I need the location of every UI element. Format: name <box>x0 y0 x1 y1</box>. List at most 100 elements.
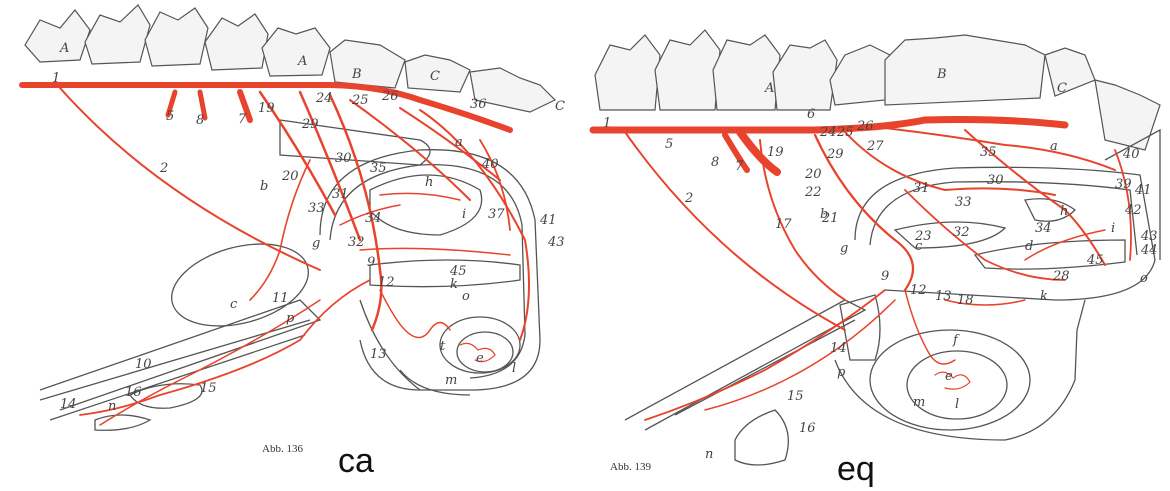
label-l: l <box>512 361 516 376</box>
label-16: 16 <box>125 385 142 400</box>
label-9: 9 <box>367 255 375 270</box>
label-35: 35 <box>980 145 997 160</box>
label-e: e <box>476 351 484 366</box>
label-8: 8 <box>196 113 204 128</box>
diagram-ca: A A B C C a b c e g h i k l m n o p t 1 … <box>0 0 585 491</box>
label-39: 39 <box>1115 177 1132 192</box>
figure-caption-eq: Abb. 139 <box>610 461 651 473</box>
vertebral-column <box>25 5 555 112</box>
label-h: h <box>1060 204 1068 219</box>
label-g: g <box>312 236 320 251</box>
panel-eq: A B C a b c d e f g h i k l m n o p 1 2 … <box>585 0 1170 491</box>
label-d: d <box>1025 239 1033 254</box>
species-label-ca: ca <box>338 442 374 480</box>
label-a: a <box>1050 139 1058 154</box>
label-f: f <box>952 333 960 348</box>
label-20: 20 <box>281 169 299 184</box>
label-31: 31 <box>913 181 930 196</box>
label-i: i <box>462 207 466 222</box>
label-8: 8 <box>711 155 719 170</box>
label-44: 44 <box>1140 243 1158 258</box>
label-A: A <box>764 81 774 96</box>
label-25: 25 <box>836 125 854 140</box>
label-30: 30 <box>987 173 1004 188</box>
label-16: 16 <box>799 421 816 436</box>
label-1: 1 <box>52 71 60 86</box>
label-1: 1 <box>603 116 611 131</box>
label-36: 36 <box>470 97 487 112</box>
label-32: 32 <box>348 235 365 250</box>
label-34: 34 <box>365 211 382 226</box>
label-5: 5 <box>166 109 174 124</box>
label-15: 15 <box>787 389 804 404</box>
label-33: 33 <box>955 195 972 210</box>
label-t: t <box>440 339 446 354</box>
label-25: 25 <box>351 93 369 108</box>
label-g: g <box>840 241 848 256</box>
label-33: 33 <box>308 201 325 216</box>
label-35: 35 <box>370 161 387 176</box>
label-e: e <box>945 369 953 384</box>
label-9: 9 <box>881 269 889 284</box>
label-14: 14 <box>830 341 847 356</box>
label-43: 43 <box>547 235 565 250</box>
label-14: 14 <box>60 397 77 412</box>
label-m: m <box>445 373 457 388</box>
label-30: 30 <box>335 151 352 166</box>
label-o: o <box>462 289 470 304</box>
label-n: n <box>705 447 713 462</box>
label-B: B <box>936 67 947 82</box>
figure-caption-ca: Abb. 136 <box>262 443 303 455</box>
label-l: l <box>955 397 959 412</box>
label-31: 31 <box>332 187 349 202</box>
label-6: 6 <box>807 107 815 122</box>
label-40: 40 <box>481 157 499 172</box>
label-a: a <box>455 135 463 150</box>
label-11: 11 <box>272 291 289 306</box>
label-45: 45 <box>1086 253 1104 268</box>
labels-ca: A A B C C a b c e g h i k l m n o p t 1 … <box>52 41 565 480</box>
label-k: k <box>1040 289 1048 304</box>
label-b: b <box>260 179 268 194</box>
label-29: 29 <box>826 147 844 162</box>
label-42: 42 <box>1124 203 1142 218</box>
label-24: 24 <box>315 91 333 106</box>
label-29: 29 <box>301 117 319 132</box>
label-5: 5 <box>665 137 673 152</box>
label-43: 43 <box>1140 229 1158 244</box>
label-C-2: C <box>555 99 565 114</box>
label-32: 32 <box>953 225 970 240</box>
label-37: 37 <box>488 207 505 222</box>
label-7: 7 <box>238 112 247 127</box>
label-2: 2 <box>684 191 693 206</box>
label-A-2: A <box>297 54 307 69</box>
label-41: 41 <box>539 213 557 228</box>
label-40: 40 <box>1122 147 1140 162</box>
label-2: 2 <box>159 161 168 176</box>
label-26: 26 <box>381 89 399 104</box>
label-A-1: A <box>59 41 69 56</box>
label-13: 13 <box>935 289 952 304</box>
label-B: B <box>351 67 362 82</box>
label-19: 19 <box>258 101 275 116</box>
label-p: p <box>837 365 846 380</box>
label-o: o <box>1140 271 1148 286</box>
label-13: 13 <box>370 347 387 362</box>
diagram-eq: A B C a b c d e f g h i k l m n o p 1 2 … <box>585 0 1170 491</box>
label-p: p <box>286 311 295 326</box>
label-27: 27 <box>866 139 884 154</box>
label-C-1: C <box>430 69 440 84</box>
label-10: 10 <box>135 357 152 372</box>
label-21: 21 <box>821 211 839 226</box>
label-34: 34 <box>1035 221 1052 236</box>
label-23: 23 <box>914 229 932 244</box>
label-c: c <box>230 297 238 312</box>
label-n: n <box>108 399 116 414</box>
label-12: 12 <box>910 283 927 298</box>
species-label-eq: eq <box>837 450 875 488</box>
label-28: 28 <box>1052 269 1070 284</box>
label-41: 41 <box>1134 183 1152 198</box>
label-45: 45 <box>449 264 467 279</box>
label-h: h <box>425 175 433 190</box>
label-18: 18 <box>957 293 974 308</box>
